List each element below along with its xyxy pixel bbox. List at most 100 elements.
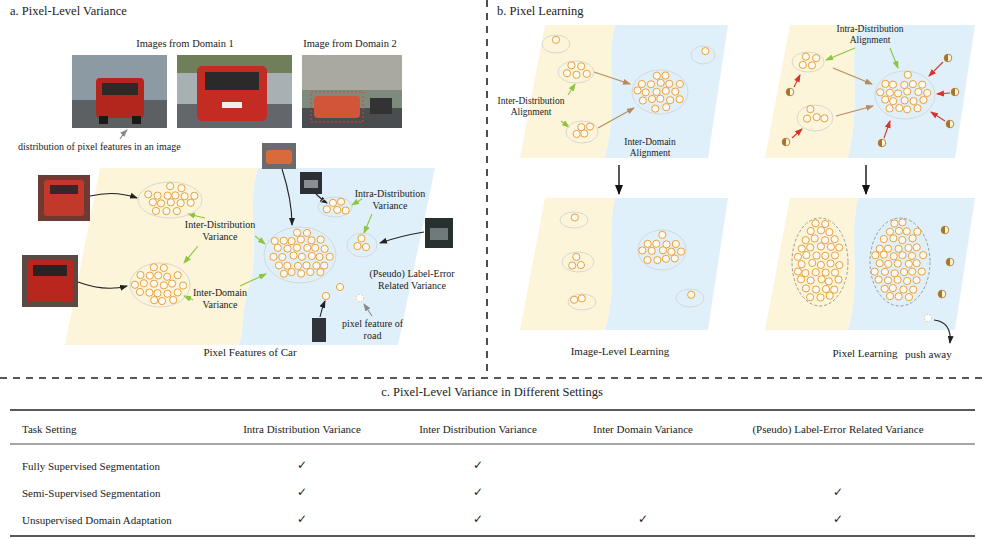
- pixel-feature: [652, 105, 659, 112]
- pixel-feature: [905, 260, 912, 267]
- pixel-feature: [913, 277, 920, 284]
- pseudo-label-feature: [782, 138, 790, 146]
- pixel-feature: [274, 244, 281, 251]
- pixel-feature: [872, 252, 879, 259]
- pixel-feature: [831, 269, 838, 276]
- variance-arrow: [352, 199, 362, 205]
- pixel-feature: [822, 252, 829, 259]
- pixel-feature: [313, 262, 320, 269]
- pull-arrow: [929, 62, 943, 76]
- pseudo-label-fill: [782, 138, 786, 146]
- leader-arrow: [282, 169, 292, 225]
- car-shape: [314, 96, 360, 118]
- pixel-feature: [894, 90, 901, 97]
- distribution-outline: [566, 121, 598, 143]
- check-mark: ✓: [282, 513, 322, 527]
- pixel-feature: [890, 253, 897, 260]
- distribution-outline: [562, 252, 594, 272]
- pixel-feature: [177, 199, 184, 206]
- pixel-feature: [167, 199, 174, 206]
- pixel-feature: [895, 227, 902, 234]
- column-header: Inter Domain Variance: [558, 423, 728, 436]
- pixel-feature: [178, 185, 185, 192]
- pixel-feature: [904, 88, 911, 95]
- pixel-feature: [797, 276, 804, 283]
- pixel-feature: [807, 277, 814, 284]
- pixel-feature: [891, 220, 898, 227]
- pseudo-label-feature: [938, 290, 946, 298]
- thumbnail-bg: [312, 318, 326, 342]
- distribution-outline: [797, 105, 833, 131]
- pixel-feature: [653, 72, 660, 79]
- pixel-feature: [163, 207, 170, 214]
- feature-space: Inter-Distribution AlignmentInter-Domain…: [488, 22, 728, 164]
- pixel-feature: [924, 89, 931, 96]
- pixel-feature: [813, 55, 820, 62]
- pixel-feature: [358, 235, 365, 242]
- annotation: push away: [905, 348, 975, 361]
- car-shape: [430, 228, 448, 240]
- pixel-feature: [659, 247, 666, 254]
- pseudo-label-fill: [786, 88, 790, 96]
- pixel-feature: [169, 280, 176, 287]
- pixel-feature: [657, 79, 664, 86]
- photo-sky: [302, 55, 402, 128]
- panel-title: c. Pixel-Level Variance in Different Set…: [292, 385, 692, 399]
- pixel-feature: [802, 237, 809, 244]
- pixel-feature: [894, 260, 901, 267]
- pixel-feature: [903, 228, 910, 235]
- column-header: Task Setting: [22, 423, 172, 436]
- thumbnail-bg: [425, 218, 453, 248]
- alignment-arrow: [568, 84, 575, 95]
- check-mark: ✓: [458, 486, 498, 500]
- pixel-feature: [164, 273, 171, 280]
- pixel-feature: [568, 62, 575, 69]
- pixel-feature: [812, 220, 819, 227]
- pixel-feature: [187, 199, 194, 206]
- pixel-feature: [137, 271, 144, 278]
- pixel-feature: [676, 96, 683, 103]
- space-caption: Image-Level Learning: [510, 345, 730, 358]
- pixel-feature: [914, 228, 921, 235]
- photo-sky: [177, 55, 292, 128]
- thumbnail-bg: [262, 143, 296, 169]
- pseudo-label-fill: [878, 139, 882, 147]
- pixel-feature: [662, 72, 669, 79]
- pixel-feature: [573, 253, 580, 260]
- pull-arrow: [884, 121, 890, 138]
- pixel-thumbnail: [312, 318, 326, 342]
- pixel-feature: [813, 252, 820, 259]
- pseudo-label-feature: [944, 54, 952, 62]
- pixel-feature: [811, 235, 818, 242]
- pixel-feature: [886, 89, 893, 96]
- pixel-feature: [150, 264, 157, 271]
- distribution-outline: [870, 218, 930, 306]
- pseudo-label-fill: [941, 226, 945, 234]
- pixel-feature: [920, 96, 927, 103]
- pixel-feature: [158, 297, 165, 304]
- distribution-outline: [875, 71, 935, 119]
- pseudo-label-fill: [946, 258, 950, 266]
- pixel-feature: [871, 268, 878, 275]
- pixel-feature: [298, 270, 305, 277]
- distribution-outline: [792, 52, 824, 72]
- pixel-feature: [666, 80, 673, 87]
- distribution-outline: [138, 182, 202, 218]
- pixel-feature: [653, 240, 660, 247]
- pixel-feature: [136, 288, 143, 295]
- pixel-feature: [280, 270, 287, 277]
- car-window: [205, 72, 259, 90]
- pixel-feature: [293, 244, 300, 251]
- pixel-feature: [321, 262, 328, 269]
- thumbnail-bg: [300, 172, 322, 194]
- pseudo-label-feature: [951, 88, 959, 96]
- pixel-feature: [323, 206, 330, 213]
- pixel-feature: [639, 247, 646, 254]
- alignment-arrow: [833, 68, 872, 84]
- panel-divider: [486, 0, 488, 375]
- pixel-feature: [890, 98, 897, 105]
- pixel-feature: [894, 276, 901, 283]
- street-photo: [72, 55, 167, 128]
- pixel-feature: [297, 236, 304, 243]
